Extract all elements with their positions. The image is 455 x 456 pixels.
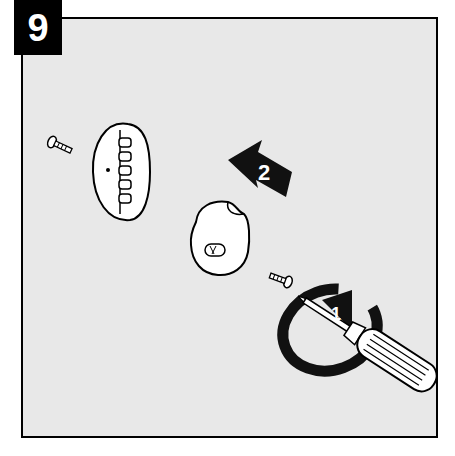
callout-number: 1 (331, 305, 341, 323)
screwdriver (290, 283, 442, 396)
callout-number: 2 (258, 162, 270, 184)
direction-arrow (228, 140, 292, 197)
hinge-part (93, 124, 150, 221)
screw (46, 135, 74, 156)
screw (268, 270, 294, 289)
step-number-box: 9 (14, 0, 62, 55)
step-frame (22, 18, 437, 437)
cover-cap (191, 202, 249, 275)
step-number: 9 (27, 9, 48, 47)
